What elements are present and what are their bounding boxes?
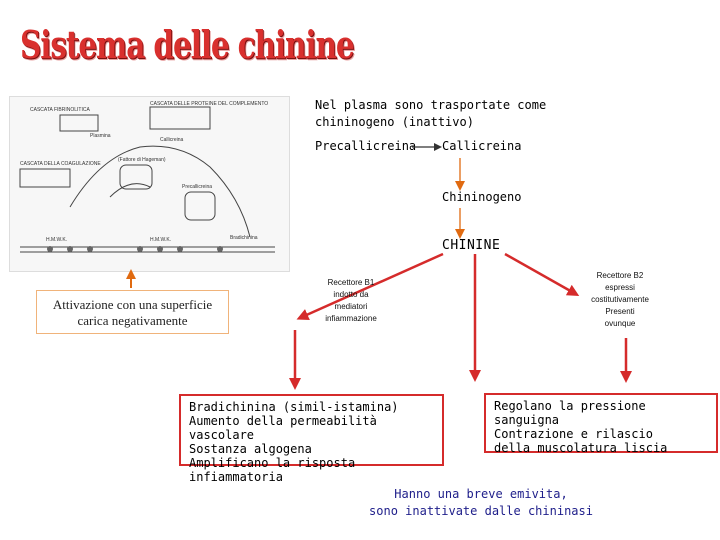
- receptor-b2-line: Presenti: [605, 307, 635, 316]
- effects-box-b2: Regolano la pressione sanguigna Contrazi…: [484, 393, 718, 455]
- plasma-note-line: Nel plasma sono trasportate come: [315, 98, 547, 112]
- figure-label: Plasmina: [90, 133, 111, 139]
- figure-bead: [177, 246, 183, 252]
- cascade-figure: CASCATA FIBRINOLITICA CASCATA DELLE PROT…: [9, 96, 290, 272]
- receptor-b2-label: Recettore B2 espressi costitutivamente P…: [580, 270, 660, 330]
- receptor-b1-line: Recettore B1: [327, 278, 375, 287]
- figure-bead: [67, 246, 73, 252]
- plasma-note-line: chininogeno (inattivo): [315, 115, 474, 129]
- plasma-note: Nel plasma sono trasportate come chinino…: [315, 97, 546, 131]
- label-chininogeno: Chininogeno: [442, 190, 522, 204]
- figure-label: (Fattore di Hageman): [118, 157, 166, 163]
- effects-b2-line: Contrazione e rilascio: [494, 427, 653, 441]
- effects-b2-line: Regolano la pressione sanguigna: [494, 399, 646, 427]
- figure-box-fibrinolitica: [59, 114, 99, 132]
- figure-label: Bradichinina: [230, 235, 258, 241]
- effects-box-b1: Bradichinina (simil-istamina) Aumento de…: [179, 394, 444, 484]
- figure-label: CASCATA DELLE PROTEINE DEL COMPLEMENTO: [150, 101, 268, 107]
- figure-bead: [47, 246, 53, 252]
- receptor-b1-label: Recettore B1 indotto da mediatori infiam…: [316, 277, 386, 325]
- figure-label: CASCATA DELLA COAGULAZIONE: [20, 161, 101, 167]
- receptor-b2-line: ovunque: [604, 319, 636, 328]
- figure-label: H.M.W.K.: [150, 237, 171, 243]
- figure-curve: [69, 145, 251, 238]
- label-precallicreina: Precallicreina: [315, 139, 417, 153]
- effects-b2-line: della muscolatura liscia: [494, 441, 668, 455]
- half-life-note-line: Hanno una breve emivita,: [394, 487, 568, 501]
- receptor-b1-line: indotto da: [333, 290, 369, 299]
- receptor-b1-line: mediatori: [334, 302, 368, 311]
- page-title: Sistema delle chinine: [20, 22, 355, 67]
- figure-label: CASCATA FIBRINOLITICA: [30, 107, 90, 113]
- activation-box: Attivazione con una superficie carica ne…: [36, 290, 229, 334]
- effects-b1-line: Bradichinina (simil-istamina): [189, 400, 399, 414]
- figure-bead: [137, 246, 143, 252]
- label-callicreina: Callicreina: [442, 139, 522, 153]
- figure-box-coagulazione: [19, 168, 71, 188]
- figure-bead: [87, 246, 93, 252]
- figure-shape-hageman: [119, 164, 153, 190]
- figure-bead: [157, 246, 163, 252]
- activation-line: Attivazione con una superficie: [52, 297, 213, 312]
- half-life-note: Hanno una breve emivita, sono inattivate…: [346, 486, 616, 520]
- figure-box-complemento: [149, 106, 211, 130]
- figure-shape-precallicreina: [184, 191, 216, 221]
- activation-line: carica negativamente: [77, 313, 188, 328]
- arrow-chinine-b2: [504, 252, 580, 296]
- figure-label: Callicreina: [160, 137, 184, 143]
- figure-label: H.M.W.K.: [46, 237, 67, 243]
- figure-bead: [217, 246, 223, 252]
- receptor-b2-line: espressi: [605, 283, 635, 292]
- cascade-figure-drawing: CASCATA FIBRINOLITICA CASCATA DELLE PROT…: [19, 101, 275, 253]
- label-chinine: CHININE: [442, 238, 501, 253]
- receptor-b2-line: Recettore B2: [596, 271, 644, 280]
- arrow-chinine-b1: [296, 252, 444, 321]
- effects-b1-line: Sostanza algogena: [189, 442, 312, 456]
- figure-label: Precallicreina: [182, 184, 212, 190]
- figure-curve-2: [109, 183, 151, 198]
- receptor-b2-line: costitutivamente: [591, 295, 649, 304]
- effects-b1-line: Aumento della permeabilità vascolare: [189, 414, 377, 442]
- effects-b1-line: Amplificano la risposta infiammatoria: [189, 456, 356, 484]
- receptor-b1-line: infiammazione: [325, 314, 377, 323]
- half-life-note-line: sono inattivate dalle chininasi: [369, 504, 593, 518]
